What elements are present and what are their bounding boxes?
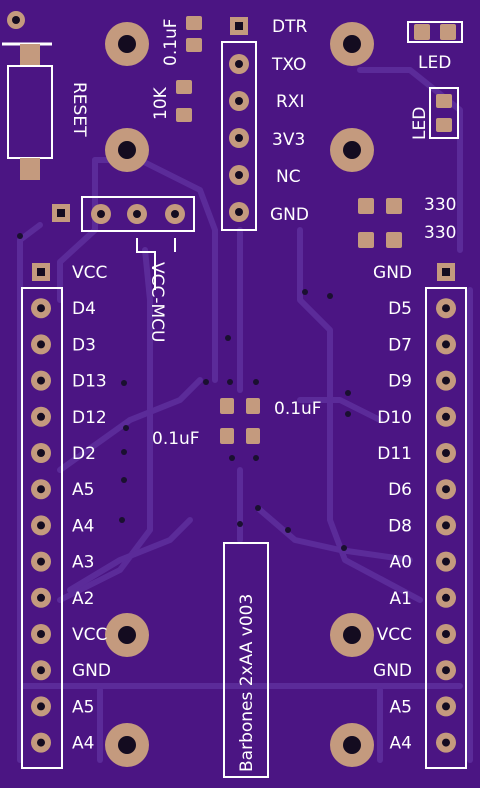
ftdi-nc-label: NC [276, 167, 301, 187]
header-pin-hole [442, 666, 450, 675]
header-pin-label: A4 [72, 734, 94, 754]
header-pin-label: D8 [388, 516, 412, 536]
header-pin-hole [442, 449, 450, 457]
left-header-outline [21, 287, 63, 769]
header-pin-hole [442, 376, 450, 385]
header-pin-label: VCC [72, 625, 107, 645]
header-pin-label: D4 [72, 299, 96, 319]
led-top-label: LED [418, 53, 451, 73]
header-pin-label: D13 [72, 372, 107, 392]
header-pin-hole [37, 702, 45, 711]
header-pin-hole [37, 666, 45, 675]
version-block: Barbones 2xAA v003 [223, 542, 269, 778]
header-pin-hole [442, 557, 450, 566]
header-pin-hole [442, 630, 450, 638]
ftdi-header: DTR TXO RXI 3V3 NC GND [221, 17, 309, 231]
header-pin-label: A4 [72, 516, 94, 536]
led-side-label: LED [410, 107, 430, 140]
header-pin-label: A0 [390, 553, 412, 573]
header-pin-label: D11 [377, 444, 412, 464]
header-pin-label: D3 [72, 335, 96, 355]
led-section: LED LED 330 330 [358, 21, 463, 248]
cap-top-label: 0.1uF [161, 18, 181, 66]
header-pin-label: A3 [72, 553, 94, 573]
header-pin-hole [442, 268, 450, 276]
header-pin-label: A5 [72, 697, 94, 717]
res-10k-label: 10K [151, 86, 171, 120]
version-label: Barbones 2xAA v003 [237, 594, 257, 772]
header-pin-hole [442, 340, 450, 349]
vcc-mcu-jumper: VCC-MCU [52, 196, 195, 342]
header-pin-hole [442, 702, 450, 711]
ftdi-3v3-label: 3V3 [272, 130, 305, 150]
res-330-b-label: 330 [424, 223, 456, 243]
copper-traces [17, 67, 473, 763]
header-pin-label: A5 [72, 480, 94, 500]
header-pin-label: A4 [390, 734, 412, 754]
mounting-holes [105, 22, 374, 767]
header-pin-hole [37, 304, 45, 313]
header-pin-hole [442, 485, 450, 494]
header-pin-label: VCC [72, 263, 107, 283]
ftdi-txo-label: TXO [271, 55, 306, 75]
header-pin-hole [37, 449, 45, 457]
header-pin-hole [37, 485, 45, 494]
header-pin-hole [442, 593, 450, 602]
header-pin-hole [37, 630, 45, 638]
header-pin-label: VCC [377, 625, 412, 645]
header-pin-hole [37, 738, 45, 747]
vcc-mcu-label: VCC-MCU [147, 262, 167, 342]
header-pin-hole [442, 412, 450, 421]
header-pin-label: D12 [72, 408, 107, 428]
header-pin-label: GND [373, 263, 412, 283]
header-pin-hole [37, 593, 45, 602]
reset-label: RESET [69, 82, 89, 137]
header-pin-label: A5 [390, 697, 412, 717]
header-pin-label: A1 [390, 589, 412, 609]
res-330-a-label: 330 [424, 195, 456, 215]
header-pin-label: D2 [72, 444, 96, 464]
header-pin-hole [37, 521, 45, 530]
center-capacitors: 0.1uF 0.1uF [152, 398, 322, 449]
cap-mid-right-label: 0.1uF [274, 399, 322, 419]
header-pin-hole [37, 376, 45, 385]
header-pin-hole [37, 340, 45, 349]
header-pin-hole [37, 557, 45, 566]
reset-button-footprint: RESET [2, 11, 89, 180]
cap-mid-left-label: 0.1uF [152, 429, 200, 449]
right-header-outline [425, 287, 467, 769]
ftdi-rxi-label: RXI [276, 92, 304, 112]
header-pin-hole [442, 304, 450, 313]
vias [17, 233, 351, 551]
header-pin-hole [37, 412, 45, 421]
header-pin-hole [37, 268, 45, 276]
header-pin-label: GND [373, 661, 412, 681]
header-pin-label: GND [72, 661, 111, 681]
header-pin-hole [442, 521, 450, 530]
header-pin-label: D10 [377, 408, 412, 428]
ftdi-dtr-label: DTR [272, 17, 307, 37]
header-pin-hole [442, 738, 450, 747]
header-pin-label: D5 [388, 299, 412, 319]
header-pin-label: D9 [388, 372, 412, 392]
top-smd-parts: 0.1uF 10K [151, 16, 202, 122]
header-pin-label: D7 [388, 335, 412, 355]
ftdi-gnd-label: GND [270, 205, 309, 225]
header-pin-label: D6 [388, 480, 412, 500]
header-pin-label: A2 [72, 589, 94, 609]
